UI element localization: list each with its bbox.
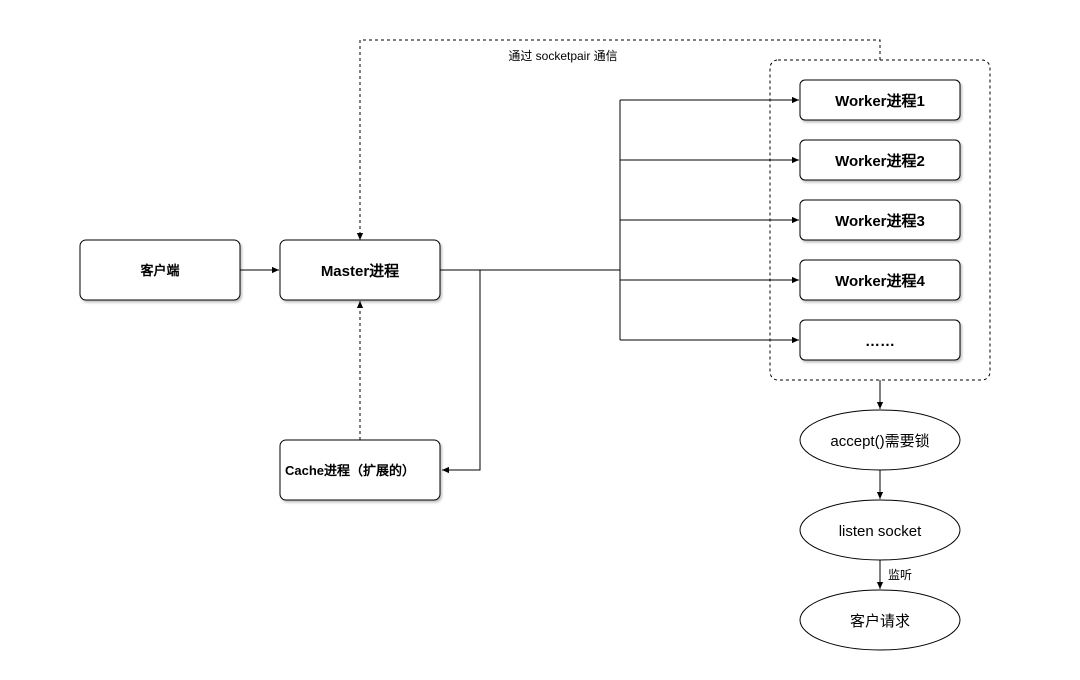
accept-node[interactable]: accept()需要锁 — [799, 409, 961, 471]
accept-label: accept()需要锁 — [830, 433, 929, 450]
cache-node[interactable]: Cache进程（扩展的） — [279, 439, 441, 501]
master-to-cache-edge — [442, 270, 481, 474]
request-node[interactable]: 客户请求 — [799, 589, 961, 651]
client-label: 客户端 — [140, 263, 179, 278]
listen-node[interactable]: listen socket — [799, 499, 961, 561]
worker-label-4: Worker进程4 — [835, 273, 925, 290]
worker-node-2[interactable]: Worker进程2 — [799, 139, 961, 181]
worker-label-2: Worker进程2 — [835, 153, 925, 170]
client-node[interactable]: 客户端 — [79, 239, 241, 301]
worker-label-more: …… — [865, 333, 895, 350]
master-node[interactable]: Master进程 — [279, 239, 441, 301]
worker-node-1[interactable]: Worker进程1 — [799, 79, 961, 121]
worker-node-more[interactable]: …… — [799, 319, 961, 361]
listen-edge-label: 监听 — [888, 568, 912, 582]
worker-label-3: Worker进程3 — [835, 213, 925, 230]
worker-label-1: Worker进程1 — [835, 93, 925, 110]
socketpair-label: 通过 socketpair 通信 — [508, 49, 617, 63]
listen-label: listen socket — [839, 523, 922, 540]
cache-label: Cache进程（扩展的） — [285, 463, 415, 478]
request-label: 客户请求 — [850, 613, 910, 630]
worker-node-4[interactable]: Worker进程4 — [799, 259, 961, 301]
master-label: Master进程 — [321, 263, 399, 280]
worker-node-3[interactable]: Worker进程3 — [799, 199, 961, 241]
